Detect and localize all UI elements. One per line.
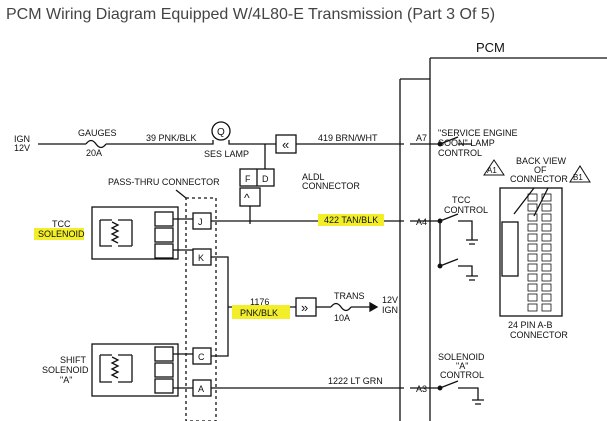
sol-a-control-2: "A" <box>456 361 468 371</box>
tcc-solenoid-1: TCC <box>52 219 71 229</box>
pin-a7: A7 <box>416 133 427 143</box>
gauges-fuse-rating: 20A <box>86 148 102 158</box>
back-view-2: OF <box>534 165 547 175</box>
connector-pin <box>541 283 552 292</box>
double-arrow-icon: » <box>301 300 308 315</box>
tcc-wire-highlight <box>318 214 384 226</box>
connector-pin <box>541 273 552 282</box>
tag-a1: A1 <box>487 166 497 175</box>
connector-pin <box>527 243 538 252</box>
connector-pin <box>541 263 552 272</box>
aldl-pin-f: F <box>245 174 251 184</box>
connector-pin <box>541 203 552 212</box>
tcc-control-2: CONTROL <box>444 205 488 215</box>
caret-up-icon: ^ <box>244 191 250 205</box>
pin-a3: A3 <box>416 384 427 394</box>
pin24-label-1: 24 PIN A-B <box>508 320 553 330</box>
ses-lamp-icon: Q <box>217 127 225 138</box>
pin24-label-2: CONNECTOR <box>510 330 568 340</box>
back-view-3: CONNECTOR <box>510 174 568 184</box>
ses-control-2: SOON" LAMP <box>438 138 495 148</box>
connector-pin <box>527 253 538 262</box>
trans-fuse-rating: 10A <box>334 313 350 323</box>
ign-right-2: IGN <box>382 305 398 315</box>
connector-pin <box>541 293 552 302</box>
ses-lamp-label: SES LAMP <box>204 149 249 159</box>
sol-a-control-3: CONTROL <box>440 370 484 380</box>
trans-fuse-name: TRANS <box>334 291 365 301</box>
pin-grid <box>527 193 552 312</box>
tag-b1: B1 <box>573 173 583 182</box>
connector-pin <box>527 293 538 302</box>
connector-pin <box>527 283 538 292</box>
gauges-fuse-name: GAUGES <box>78 128 117 138</box>
connector-pin <box>541 303 552 312</box>
shift-wire-label: 1222 LT GRN <box>328 376 383 386</box>
connector-pin <box>527 263 538 272</box>
pcm-wiring-diagram: « » ^ Q PCM IGN 12V GAUGES 20A 39 PNK/BL… <box>14 40 607 421</box>
aldl-pin-d: D <box>262 174 269 184</box>
tcc-wire-label: 422 TAN/BLK <box>324 215 378 225</box>
ses-wire-label: 39 PNK/BLK <box>146 133 197 143</box>
connector-pin <box>541 253 552 262</box>
ign-label-2: 12V <box>14 143 30 153</box>
chevron-icon: « <box>282 137 289 152</box>
wire-1176-num: 1176 <box>250 297 269 307</box>
pass-pin-a: A <box>198 384 204 394</box>
shift-solenoid-1: SHIFT <box>60 355 87 365</box>
connector-pin <box>541 243 552 252</box>
pcm-label: PCM <box>476 40 505 55</box>
pass-pin-k: K <box>198 253 204 263</box>
ign-right-1: 12V <box>382 295 398 305</box>
pass-pin-j: J <box>198 217 203 227</box>
wire-1176-highlight <box>232 305 290 319</box>
ses-control-1: "SERVICE ENGINE <box>438 128 518 138</box>
tcc-solenoid-2: SOLENOID <box>38 229 85 239</box>
shift-solenoid-2: SOLENOID <box>42 365 89 375</box>
pin-a4: A4 <box>416 217 427 227</box>
tcc-control-1: TCC <box>452 195 471 205</box>
ses-control-3: CONTROL <box>438 148 482 158</box>
connector-pin <box>541 193 552 202</box>
shift-solenoid-3: "A" <box>60 375 72 385</box>
back-view-1: BACK VIEW <box>516 156 567 166</box>
connector-pin <box>527 273 538 282</box>
connector-pin <box>527 213 538 222</box>
connector-pin <box>541 233 552 242</box>
pass-pin-c: C <box>198 352 205 362</box>
gauges-fuse-symbol <box>85 139 107 149</box>
page-title: PCM Wiring Diagram Equipped W/4L80-E Tra… <box>6 6 496 23</box>
wire-1176-color: PNK/BLK <box>240 308 278 318</box>
sol-a-control-1: SOLENOID <box>438 352 485 362</box>
ses-circuit-label: 419 BRN/WHT <box>318 133 378 143</box>
connector-pin <box>527 233 538 242</box>
connector-pin <box>527 223 538 232</box>
pass-thru-label: PASS-THRU CONNECTOR <box>108 177 220 187</box>
aldl-label-1: ALDL <box>302 172 325 182</box>
connector-pin <box>527 193 538 202</box>
connector-pin <box>527 303 538 312</box>
connector-pin <box>541 213 552 222</box>
connector-pin <box>541 223 552 232</box>
aldl-label-2: CONNECTOR <box>302 181 360 191</box>
ign-label-1: IGN <box>14 134 30 144</box>
tcc-solenoid-highlight <box>34 228 84 240</box>
connector-pin <box>527 203 538 212</box>
